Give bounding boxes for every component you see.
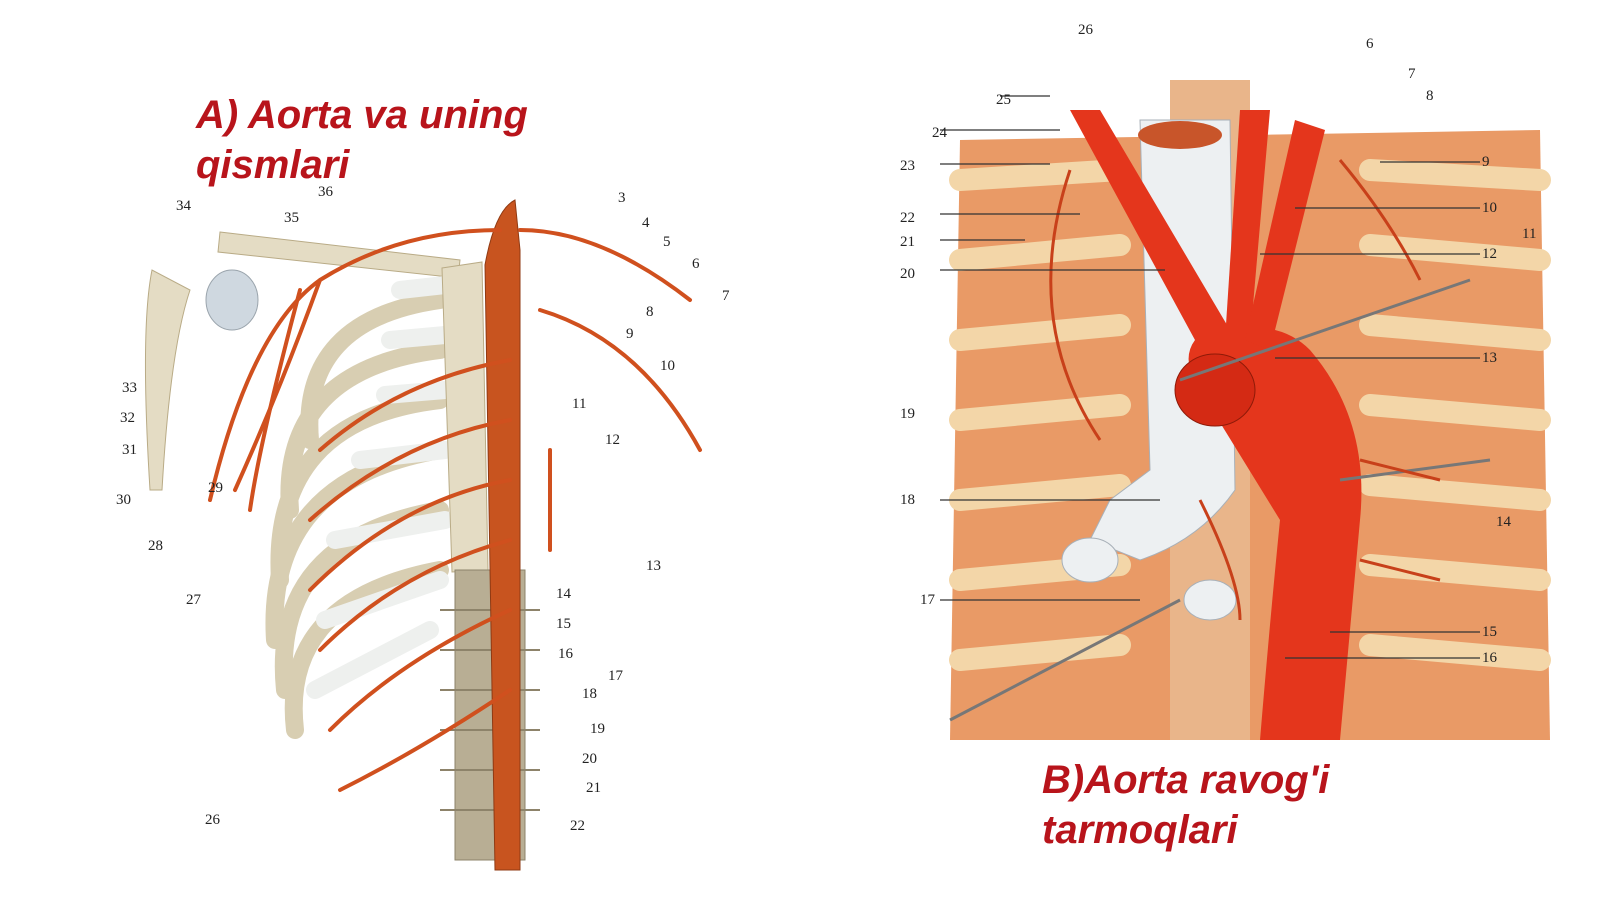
label-a-35: 35 [284, 210, 299, 226]
label-b-7: 7 [1408, 66, 1416, 82]
aorta-cut-shape [1174, 353, 1256, 427]
caption-b-line1: B)Aorta ravog'i [1042, 758, 1330, 802]
label-a-13: 13 [646, 558, 661, 574]
label-b-8: 8 [1426, 88, 1434, 104]
caption-a-line2: qismlari [196, 143, 350, 187]
label-a-11: 11 [572, 396, 587, 412]
aortic-arch-drawing [940, 80, 1551, 740]
label-a-6: 6 [692, 256, 700, 272]
label-a-17: 17 [608, 668, 623, 684]
label-b-13: 13 [1482, 350, 1497, 366]
label-a-12: 12 [605, 432, 620, 448]
label-a-18: 18 [582, 686, 597, 702]
label-a-5: 5 [663, 234, 671, 250]
shoulder-joint-shape [205, 269, 259, 331]
label-a-21: 21 [586, 780, 601, 796]
label-a-10: 10 [660, 358, 675, 374]
aorta-parts-illustration: 36 3 4 5 6 7 8 9 10 11 12 13 14 15 16 17… [100, 184, 760, 880]
arteries-group [208, 228, 702, 792]
label-b-19: 19 [900, 406, 915, 422]
label-b-14: 14 [1496, 514, 1511, 530]
label-a-3: 3 [618, 190, 626, 206]
label-b-18: 18 [900, 492, 915, 508]
label-b-12: 12 [1482, 246, 1497, 262]
left-common-carotid-shape [1225, 110, 1270, 340]
humerus-shape [144, 269, 191, 491]
aorta-arch-shape [1070, 110, 1362, 740]
label-b-20: 20 [900, 266, 915, 282]
leader-lines-group [940, 95, 1480, 659]
left-bronchus-shape [1061, 537, 1119, 583]
label-a-29: 29 [208, 480, 223, 496]
caption-a-line1: A) Aorta va uning [196, 93, 528, 137]
label-a-31: 31 [122, 442, 137, 458]
label-a-36: 36 [318, 184, 333, 200]
label-b-17: 17 [920, 592, 935, 608]
label-a-28: 28 [148, 538, 163, 554]
label-a-32: 32 [120, 410, 135, 426]
aorta-thorax-drawing [144, 199, 702, 871]
caption-b: B)Aorta ravog'i tarmoqlari [1042, 755, 1462, 855]
label-b-6: 6 [1366, 36, 1374, 52]
aortic-arch-branches-illustration: 26 6 7 8 25 24 23 9 22 10 21 11 12 20 13… [900, 20, 1560, 750]
caption-b-line2: tarmoqlari [1042, 808, 1238, 852]
label-a-4: 4 [642, 215, 650, 231]
probe-lines [949, 278, 1491, 722]
label-b-24: 24 [932, 125, 947, 141]
label-b-21: 21 [900, 234, 915, 250]
label-b-16: 16 [1482, 650, 1497, 666]
label-b-22: 22 [900, 210, 915, 226]
label-a-9: 9 [626, 326, 634, 342]
intercostal-arteries-group [1049, 159, 1441, 621]
label-a-8: 8 [646, 304, 654, 320]
label-b-23: 23 [900, 158, 915, 174]
label-a-33: 33 [122, 380, 137, 396]
vertebrae-lines [440, 609, 540, 811]
label-b-10: 10 [1482, 200, 1497, 216]
label-b-26: 26 [1078, 22, 1093, 38]
label-a-34: 34 [176, 198, 191, 214]
left-subclavian-shape [1245, 120, 1325, 350]
label-a-22: 22 [570, 818, 585, 834]
label-a-14: 14 [556, 586, 571, 602]
label-a-20: 20 [582, 751, 597, 767]
label-b-15: 15 [1482, 624, 1497, 640]
label-a-27: 27 [186, 592, 201, 608]
label-a-30: 30 [116, 492, 131, 508]
label-b-11: 11 [1522, 226, 1537, 242]
label-a-7: 7 [722, 288, 730, 304]
trachea-opening-shape [1138, 121, 1222, 149]
rib-bands-group [949, 159, 1551, 671]
caption-a: A) Aorta va uning qismlari [196, 90, 616, 190]
label-a-15: 15 [556, 616, 571, 632]
label-b-25: 25 [996, 92, 1011, 108]
label-a-19: 19 [590, 721, 605, 737]
right-bronchus-shape [1183, 579, 1237, 621]
label-b-9: 9 [1482, 154, 1490, 170]
label-a-16: 16 [558, 646, 573, 662]
label-a-26: 26 [205, 812, 220, 828]
